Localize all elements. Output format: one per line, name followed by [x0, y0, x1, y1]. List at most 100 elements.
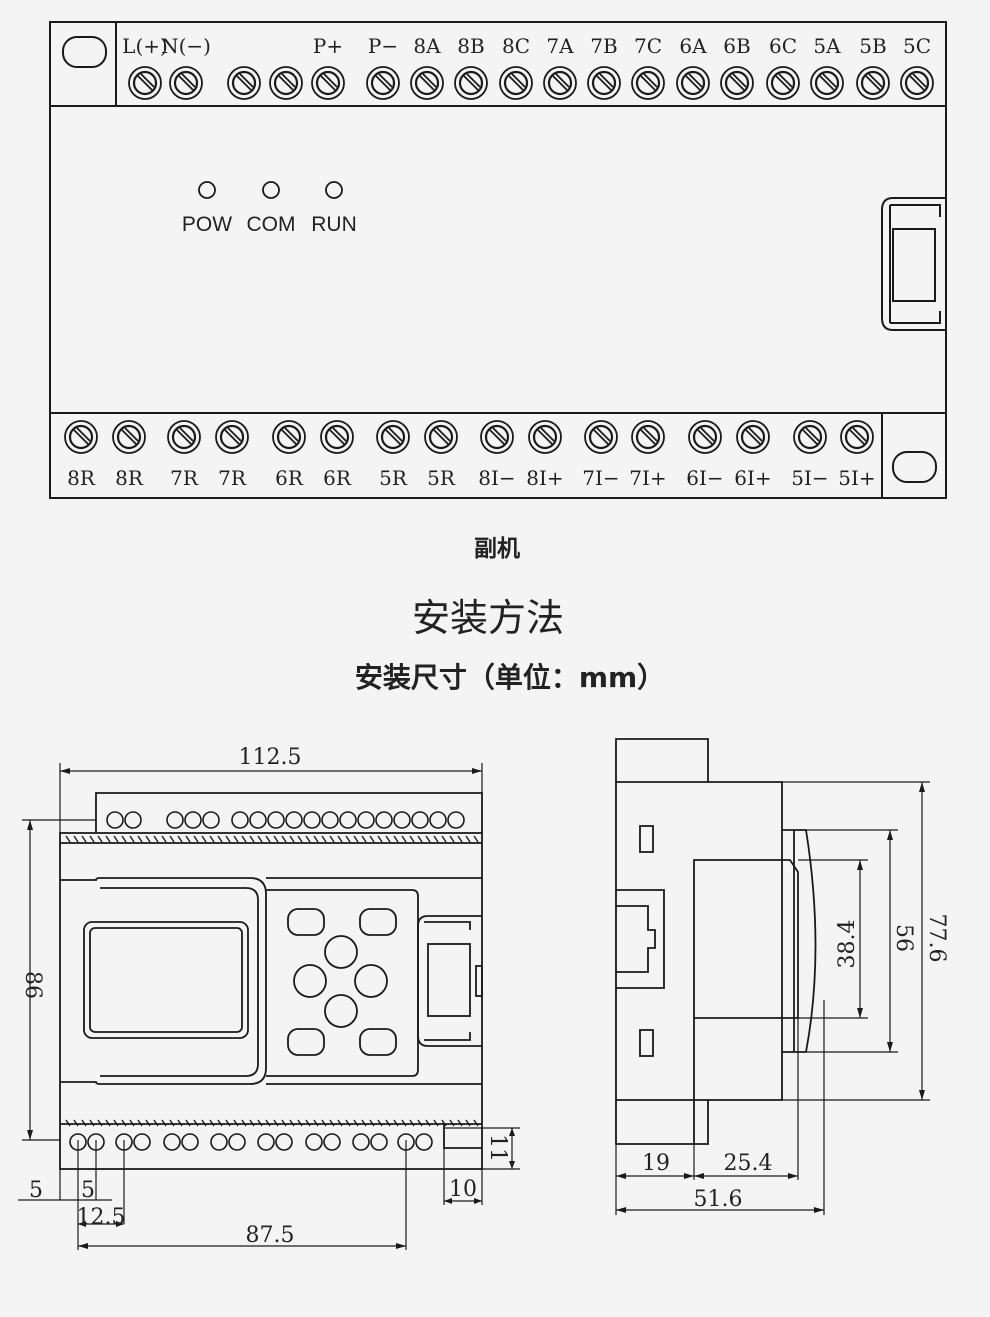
- led-label: POW: [182, 213, 232, 236]
- terminal-label-bottom: 5I+: [838, 466, 875, 490]
- terminal-hole: [370, 1133, 388, 1151]
- terminal-hole: [393, 811, 411, 829]
- terminal-hole: [133, 1133, 151, 1151]
- terminal-label-bottom: 5R: [427, 466, 456, 490]
- terminal-screw-top: [499, 66, 533, 100]
- dim-side-56: 56: [891, 924, 916, 952]
- dim-side-38-4: 38.4: [835, 920, 860, 969]
- terminal-screw-bottom: [688, 420, 722, 454]
- terminal-screw-top: [366, 66, 400, 100]
- terminal-label-bottom: 6R: [275, 466, 304, 490]
- terminal-hole: [415, 1133, 433, 1151]
- terminal-screw-bottom: [376, 420, 410, 454]
- terminal-hole: [267, 811, 285, 829]
- terminal-hole: [257, 1133, 275, 1151]
- terminal-label-bottom: 7I−: [582, 466, 619, 490]
- terminal-label-top: 6B: [723, 34, 750, 58]
- terminal-hole: [375, 811, 393, 829]
- terminal-hole: [124, 811, 142, 829]
- terminal-screw-top: [766, 66, 800, 100]
- keypad: [287, 908, 397, 1056]
- led-indicator: [198, 181, 216, 199]
- terminal-screw-bottom: [112, 420, 146, 454]
- terminal-screw-bottom: [320, 420, 354, 454]
- dim-side-51-6: 51.6: [694, 1187, 743, 1212]
- terminal-label-top: 5A: [813, 34, 841, 58]
- terminal-hole: [357, 811, 375, 829]
- terminal-hole: [411, 811, 429, 829]
- dim-side-19: 19: [642, 1151, 670, 1176]
- terminal-label-top: 5C: [903, 34, 931, 58]
- dim-hole-offset: 5: [81, 1178, 95, 1203]
- terminal-hole: [305, 1133, 323, 1151]
- terminal-hole: [181, 1133, 199, 1151]
- terminal-label-top: 7A: [546, 34, 574, 58]
- terminal-hole: [231, 811, 249, 829]
- led-label: RUN: [311, 213, 357, 236]
- terminal-hole: [429, 811, 447, 829]
- terminal-screw-top: [410, 66, 444, 100]
- terminal-screw-top: [169, 66, 203, 100]
- terminal-screw-top: [227, 66, 261, 100]
- terminal-label-top: 7B: [590, 34, 617, 58]
- dim-side-25-4: 25.4: [724, 1151, 773, 1176]
- terminal-label-top: P+: [313, 34, 343, 58]
- terminal-screw-bottom: [736, 420, 770, 454]
- expansion-port: [881, 197, 946, 331]
- terminal-hole: [210, 1133, 228, 1151]
- terminal-hole: [352, 1133, 370, 1151]
- ventilation-teeth-top: [65, 835, 479, 843]
- terminal-screw-bottom: [840, 420, 874, 454]
- terminal-label-bottom: 8R: [115, 466, 144, 490]
- terminal-hole: [166, 811, 184, 829]
- dim-width: 112.5: [239, 745, 302, 770]
- terminal-screw-bottom: [528, 420, 562, 454]
- terminal-label-bottom: 6I+: [734, 466, 771, 490]
- terminal-label-bottom: 8I−: [478, 466, 515, 490]
- terminal-label-top: 5B: [859, 34, 886, 58]
- terminal-hole: [184, 811, 202, 829]
- terminal-screw-top: [128, 66, 162, 100]
- dim-height: 86: [20, 971, 45, 999]
- terminal-screw-top: [810, 66, 844, 100]
- terminal-screw-bottom: [480, 420, 514, 454]
- terminal-label-top: L(+): [122, 34, 168, 58]
- mounting-slot-top: [62, 36, 107, 68]
- dim-hole-spacing: 12.5: [77, 1205, 126, 1230]
- front-top-holes: [106, 811, 465, 829]
- terminal-label-top: 6A: [679, 34, 707, 58]
- dim-left-offset: 5: [29, 1178, 43, 1203]
- dim-bottom-span: 87.5: [246, 1223, 295, 1248]
- terminal-hole: [275, 1133, 293, 1151]
- terminal-screw-top: [543, 66, 577, 100]
- terminal-hole: [303, 811, 321, 829]
- terminal-screw-top: [454, 66, 488, 100]
- dim-bottom-height: 11: [485, 1134, 510, 1162]
- terminal-screw-top: [856, 66, 890, 100]
- lcd-screen: [83, 921, 249, 1039]
- terminal-hole: [228, 1133, 246, 1151]
- module-caption: 副机: [474, 536, 520, 562]
- front-dimension-drawing: 112.5 87.5 12.5 5 5 10 86 11: [18, 745, 520, 1250]
- terminal-label-top: 8C: [502, 34, 530, 58]
- section-title: 安装方法: [412, 596, 564, 640]
- terminal-hole: [163, 1133, 181, 1151]
- terminal-screw-bottom: [793, 420, 827, 454]
- terminal-screw-bottom: [631, 420, 665, 454]
- terminal-screw-bottom: [424, 420, 458, 454]
- led-indicator: [262, 181, 280, 199]
- terminal-label-bottom: 5R: [379, 466, 408, 490]
- terminal-hole: [249, 811, 267, 829]
- terminal-screw-top: [900, 66, 934, 100]
- terminal-hole: [339, 811, 357, 829]
- terminal-hole: [285, 811, 303, 829]
- terminal-label-bottom: 8R: [67, 466, 96, 490]
- terminal-hole: [321, 811, 339, 829]
- ventilation-teeth-bottom: [65, 1119, 479, 1127]
- terminal-screw-top: [269, 66, 303, 100]
- dim-right-offset: 10: [449, 1177, 477, 1202]
